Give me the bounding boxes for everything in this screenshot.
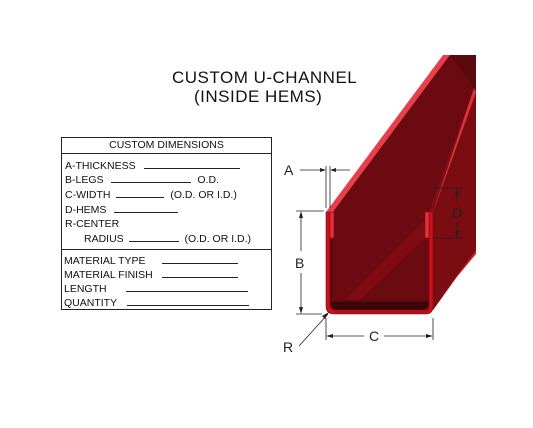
material-type-row: MATERIAL TYPE xyxy=(64,254,239,267)
title-line-1: CUSTOM U-CHANNEL xyxy=(172,68,358,87)
hems-row: D-HEMS xyxy=(65,203,179,216)
dimension-c-label: C xyxy=(369,328,379,344)
channel-inner-highlight xyxy=(345,212,433,300)
drawing-title: CUSTOM U-CHANNEL (INSIDE HEMS) xyxy=(172,68,357,106)
right-hem xyxy=(424,211,430,239)
radius-row: RADIUS (O.D. OR I.D.) xyxy=(84,232,252,245)
width-row: C-WIDTH (O.D. OR I.D.) xyxy=(65,188,237,201)
radius-field[interactable] xyxy=(128,232,179,242)
channel-right-leg-side xyxy=(433,92,476,310)
quantity-field[interactable] xyxy=(126,296,249,306)
material-finish-row: MATERIAL FINISH xyxy=(64,268,238,281)
channel-left-leg-wall xyxy=(333,55,474,300)
dimension-d-label: D xyxy=(452,205,462,221)
length-field[interactable] xyxy=(125,282,248,292)
form-divider xyxy=(62,249,271,250)
thickness-row: A-THICKNESS xyxy=(65,159,240,172)
center-row: R-CENTER xyxy=(65,218,120,230)
channel-left-leg-top xyxy=(326,55,450,212)
dimension-b xyxy=(296,210,324,315)
title-line-2: (INSIDE HEMS) xyxy=(194,87,323,106)
form-header: CUSTOM DIMENSIONS xyxy=(62,138,271,154)
legs-row: B-LEGS O.D. xyxy=(65,173,219,186)
thickness-field[interactable] xyxy=(143,159,240,169)
dimension-c xyxy=(325,318,434,340)
dimension-r-label: R xyxy=(283,339,293,355)
width-field[interactable] xyxy=(116,188,165,198)
dimension-b-label: B xyxy=(295,255,304,271)
material-finish-field[interactable] xyxy=(161,268,238,278)
dimension-d xyxy=(433,187,462,239)
length-row: LENGTH xyxy=(64,282,248,295)
material-type-field[interactable] xyxy=(162,254,239,264)
dimension-a xyxy=(300,166,350,208)
custom-dimensions-form: CUSTOM DIMENSIONS A-THICKNESS B-LEGS O.D… xyxy=(61,137,272,310)
dimension-a-label: A xyxy=(284,162,294,178)
legs-field[interactable] xyxy=(111,173,192,183)
left-hem xyxy=(329,211,335,239)
hems-field[interactable] xyxy=(114,203,179,213)
quantity-row: QUANTITY xyxy=(64,296,249,309)
dimension-r xyxy=(298,312,329,347)
